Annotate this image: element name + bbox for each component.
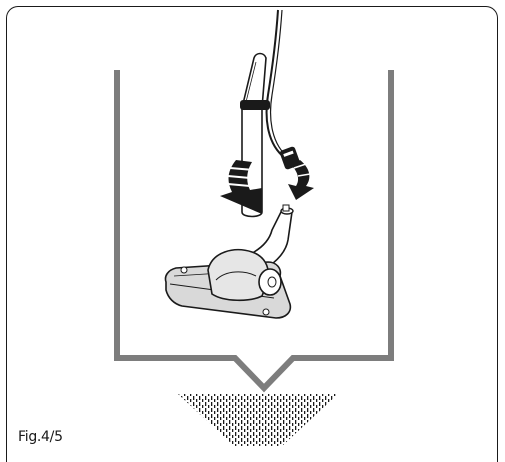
figure-caption: Fig.4/5: [18, 429, 63, 445]
tube-clip: [240, 100, 270, 110]
cable: [265, 9, 286, 159]
insert-arrow-large: [220, 160, 262, 214]
insert-arrow-small: [288, 160, 314, 200]
figure-frame: [6, 6, 498, 462]
container-outline: [114, 70, 394, 393]
nozzle-hood: [207, 248, 270, 302]
connector-plug: [279, 146, 301, 170]
